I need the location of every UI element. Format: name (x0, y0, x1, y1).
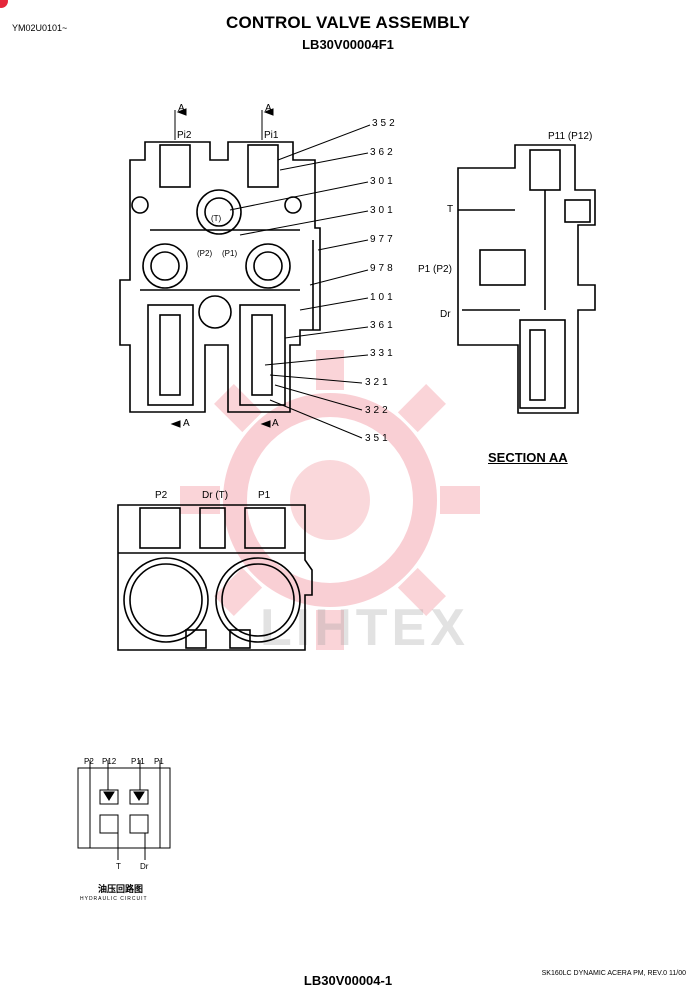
circuit-caption-en: HYDRAULIC CIRCUIT (80, 896, 148, 902)
circuit-label-t: T (116, 862, 121, 871)
port-label-p11: P11 (P12) (548, 131, 593, 142)
circuit-label-p12: P12 (102, 757, 117, 766)
footer-part-number: LB30V00004-1 (303, 973, 393, 988)
document-id: YM02U0101~ (12, 23, 68, 33)
port-label-pi2: Pi2 (177, 130, 192, 141)
callout-331: 331 (370, 348, 396, 359)
callout-321: 321 (365, 377, 391, 388)
page-subtitle: LB30V00004F1 (302, 37, 394, 52)
circuit-caption-cn: 油压回路图 (98, 884, 144, 894)
port-label-p1-section: P1 (P2) (418, 264, 452, 275)
callout-351: 351 (365, 433, 391, 444)
port-label-dr-section: Dr (440, 309, 451, 320)
port-label-t: (T) (211, 214, 222, 223)
footer-revision: SK160LC DYNAMIC ACERA PM, REV.0 11/00 (541, 970, 686, 977)
callout-362: 362 (370, 147, 396, 158)
section-mark-a2: A (265, 103, 272, 114)
page-title: CONTROL VALVE ASSEMBLY (225, 13, 470, 32)
section-mark-a1: A (178, 103, 185, 114)
section-mark-a3: A (183, 418, 190, 429)
circuit-label-dr: Dr (140, 862, 149, 871)
port-label-p2: (P2) (197, 249, 213, 258)
port-label-p1: (P1) (222, 249, 238, 258)
callout-322: 322 (365, 405, 391, 416)
port-label-p1-bottom: P1 (258, 490, 271, 501)
callout-301b: 301 (370, 205, 396, 216)
callout-361: 361 (370, 320, 396, 331)
callout-977: 977 (370, 234, 396, 245)
section-mark-a4: A (272, 418, 279, 429)
corner-logo-icon (0, 0, 8, 8)
section-title: SECTION AA (488, 450, 568, 465)
port-label-pi1: Pi1 (264, 130, 279, 141)
circuit-label-p2: P2 (84, 757, 94, 766)
port-label-p2-bottom: P2 (155, 490, 168, 501)
watermark-text: LIHTEX (260, 599, 469, 657)
callout-352: 352 (372, 118, 398, 129)
callout-301a: 301 (370, 176, 396, 187)
circuit-label-p1: P1 (154, 757, 164, 766)
port-label-dr-bottom: Dr (T) (202, 490, 229, 501)
circuit-label-p11: P11 (131, 757, 145, 766)
port-label-t-section: T (447, 204, 454, 215)
callout-101: 101 (370, 292, 396, 303)
callout-978: 978 (370, 263, 396, 274)
